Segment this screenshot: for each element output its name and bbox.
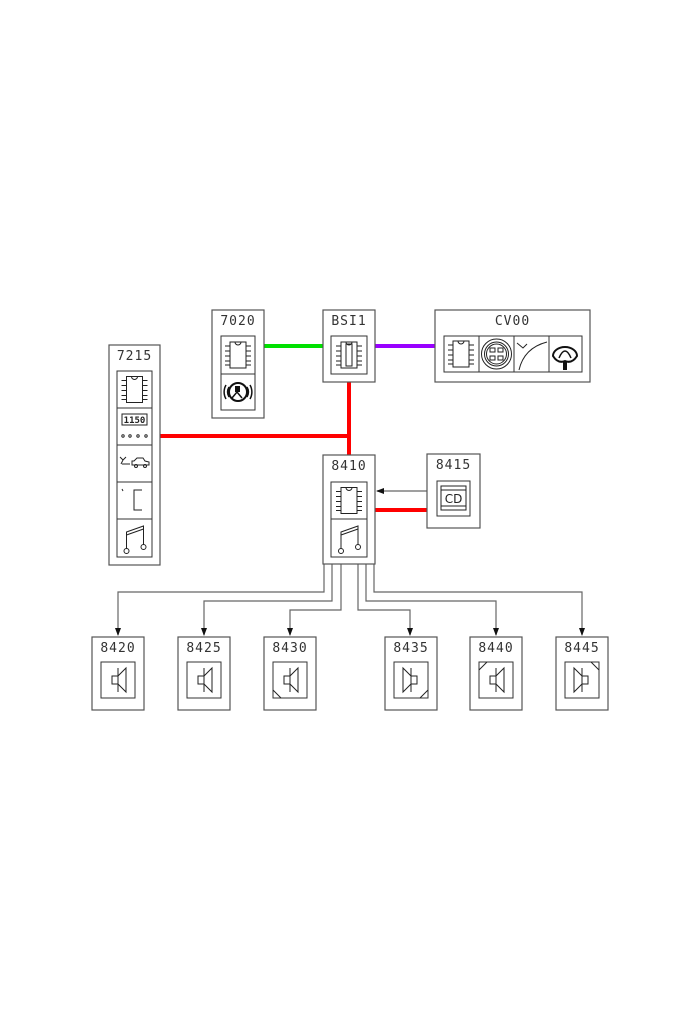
speaker-wire-8435 [357, 564, 413, 636]
module-7020[interactable]: 7020 [211, 309, 265, 419]
module-label: 8420 [100, 641, 135, 656]
svg-text:1150: 1150 [124, 416, 146, 426]
switch-control-icon [481, 338, 512, 370]
module-label: 8410 [331, 459, 366, 474]
module-label: 8435 [393, 641, 428, 656]
module-label: BSI1 [331, 314, 366, 329]
speaker-wire-8425 [201, 564, 333, 636]
module-label: 8445 [564, 641, 599, 656]
module-label: 8425 [186, 641, 221, 656]
temperature-display-icon [121, 488, 142, 511]
module-bsi1[interactable]: BSI1 [322, 309, 376, 383]
speaker-8425[interactable]: 8425 [177, 636, 231, 711]
speaker-8420[interactable]: 8420 [91, 636, 145, 711]
wiper-icon [516, 341, 548, 371]
horn-icon [551, 346, 579, 370]
speaker-wire-8440 [365, 564, 499, 636]
vehicle-icon [119, 456, 150, 468]
svg-text:CD: CD [445, 492, 463, 506]
module-label: 8440 [478, 641, 513, 656]
module-8410[interactable]: 8410 [322, 454, 376, 565]
speaker-wire-8430 [287, 564, 342, 636]
module-cv00[interactable]: CV00 [434, 309, 591, 383]
module-label: 8415 [436, 458, 471, 473]
alarm-icon [223, 382, 253, 402]
speaker-wire-8420 [115, 564, 325, 636]
speaker-wire-8445 [373, 564, 585, 636]
module-label: CV00 [495, 314, 530, 329]
module-label: 7020 [220, 314, 255, 329]
module-7215[interactable]: 7215 1150 [108, 344, 161, 566]
speaker-8445[interactable]: 8445 [555, 636, 609, 711]
speaker-8435[interactable]: 8435 [384, 636, 438, 711]
module-label: 7215 [117, 349, 152, 364]
speaker-8430[interactable]: 8430 [263, 636, 317, 711]
cd-changer-icon: CD [440, 485, 467, 511]
speaker-8440[interactable]: 8440 [469, 636, 523, 711]
module-8415[interactable]: 8415 CD [426, 453, 481, 529]
fuse-chip-icon [335, 341, 363, 369]
clock-display-icon: 1150 [121, 413, 148, 438]
module-label: 8430 [272, 641, 307, 656]
